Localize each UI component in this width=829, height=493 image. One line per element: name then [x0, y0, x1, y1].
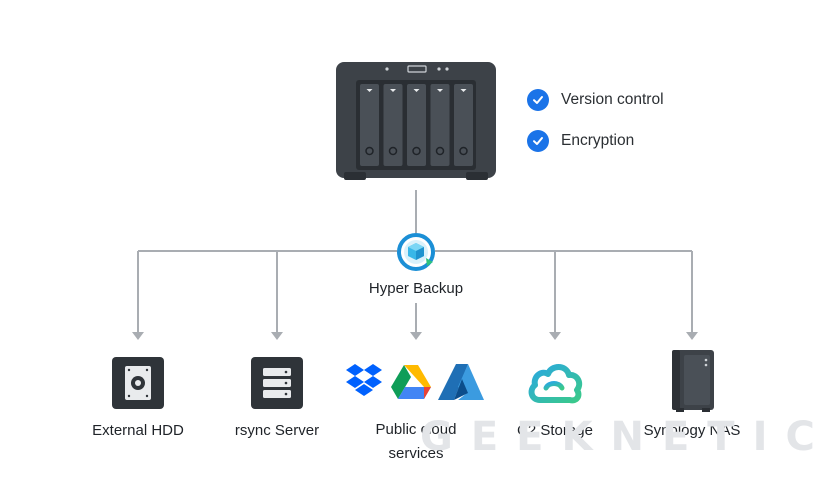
feature-version-control: Version control — [527, 89, 664, 111]
watermark-text: GEEKNETIC — [420, 414, 829, 460]
drive-bay — [454, 84, 473, 166]
watermark-logo: GEEKNETIC — [420, 414, 829, 460]
arrow-down-icon — [686, 332, 698, 340]
check-circle-icon — [527, 130, 549, 152]
check-circle-icon — [527, 89, 549, 111]
hdd-icon — [112, 357, 164, 409]
arrow-down-icon — [271, 332, 283, 340]
hyper-backup-icon — [397, 233, 435, 271]
nas-device — [336, 62, 496, 180]
feature-encryption: Encryption — [527, 130, 634, 152]
destination-label-line: Public cloud — [375, 421, 457, 438]
feature-label: Version control — [561, 91, 664, 108]
destination-label-rsync-server: rsync Server — [234, 422, 320, 439]
nas-icon — [672, 350, 714, 412]
azure-icon — [438, 364, 484, 400]
destination-label-external-hdd: External HDD — [92, 422, 184, 439]
dropbox-icon — [346, 364, 382, 396]
hyper-backup-label: Hyper Backup — [368, 280, 464, 297]
destination-label-line: services — [388, 445, 444, 462]
destination-label-synology-nas: Synology NAS — [643, 422, 741, 439]
google-drive-icon — [391, 365, 431, 399]
drive-bay — [383, 84, 403, 166]
destination-label-c2-storage: C2 Storage — [517, 422, 593, 439]
server-icon — [251, 357, 303, 409]
arrow-down-icon — [132, 332, 144, 340]
drive-bay — [430, 84, 450, 166]
drive-bay — [360, 84, 379, 166]
feature-label: Encryption — [561, 132, 635, 149]
c2-cloud-icon — [528, 364, 583, 404]
destination-label-public-cloud: Public cloud services — [356, 418, 476, 466]
drive-bay — [407, 84, 426, 166]
arrow-down-icon — [410, 332, 422, 340]
arrow-down-icon — [549, 332, 561, 340]
